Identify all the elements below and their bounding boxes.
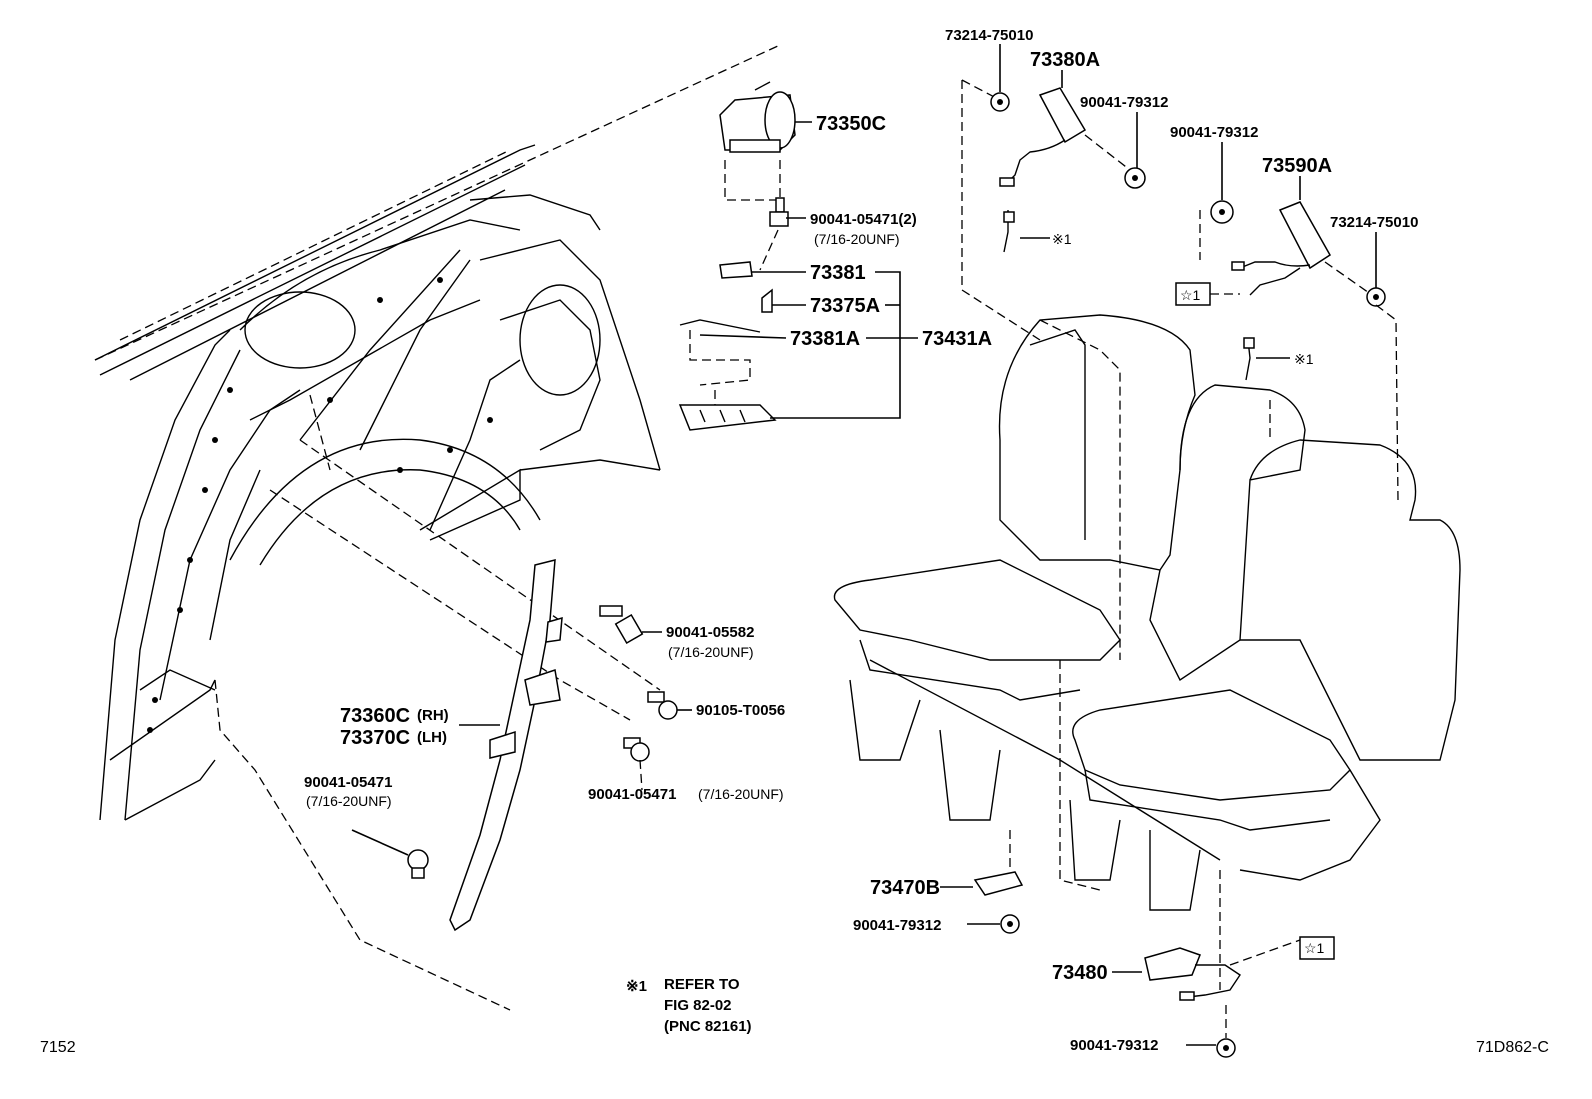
rear-seat-assembly: [833, 314, 1461, 911]
label-73375a: 73375A: [810, 295, 880, 317]
note-mark: ※1: [626, 978, 647, 995]
label-73360c: 73360C: [340, 705, 410, 727]
label-90041-05471-b-spec: (7/16-20UNF): [306, 793, 392, 809]
label-73431a: 73431A: [922, 328, 992, 350]
anchor-cover-73470b: [973, 871, 1024, 896]
label-ref1-a: ※1: [1052, 231, 1072, 247]
label-73370c-lh: (LH): [417, 729, 447, 746]
label-90105-t0056: 90105-T0056: [696, 702, 785, 719]
note-line-1: REFER TO: [664, 976, 740, 993]
nut-90041-79312-c: [1000, 914, 1020, 934]
nut-90041-79312-d: [1216, 1038, 1236, 1058]
washer-73214-75010-a: [990, 92, 1010, 112]
label-73381a: 73381A: [790, 328, 860, 350]
label-90041-05582-spec: (7/16-20UNF): [668, 644, 754, 660]
panel-holes: [147, 277, 493, 733]
buckle-73380a: [999, 87, 1087, 187]
buckle-73480: [1144, 947, 1241, 1001]
label-90041-05582: 90041-05582: [666, 624, 754, 641]
label-90041-79312-c: 90041-79312: [853, 917, 941, 934]
note-line-2: FIG 82-02: [664, 997, 732, 1014]
bolt-90105-t0056: [647, 691, 678, 720]
bolt-90041-05471-upper: [769, 197, 789, 227]
label-73350c: 73350C: [816, 113, 886, 135]
star1-box-b: [1299, 936, 1335, 960]
label-73380a: 73380A: [1030, 49, 1100, 71]
label-90041-05471-b: 90041-05471: [304, 774, 392, 791]
bolt-90041-05582: [599, 605, 644, 645]
retractor-73350c: [719, 81, 796, 153]
label-73590a: 73590A: [1262, 155, 1332, 177]
vehicle-body-quarter-panel: [94, 44, 781, 1011]
note-line-3: (PNC 82161): [664, 1018, 752, 1035]
footer-left-code: 7152: [40, 1039, 76, 1056]
cover-73381a: [679, 319, 761, 333]
label-73360c-rh: (RH): [417, 707, 449, 724]
footer-right-code: 71D862-C: [1476, 1039, 1549, 1056]
label-73214-75010-b: 73214-75010: [1330, 214, 1418, 231]
label-ref1-b: ※1: [1294, 351, 1314, 367]
label-90041-05471-2: 90041-05471(2): [810, 211, 917, 228]
label-star1-a: ☆1: [1180, 287, 1201, 303]
label-73381: 73381: [810, 262, 866, 284]
label-90041-79312-a: 90041-79312: [1080, 94, 1168, 111]
nut-90041-79312-b: [1210, 200, 1234, 224]
bolt-90041-05471-floor: [407, 849, 429, 879]
bolt-90041-05471-belt: [623, 737, 650, 762]
label-star1-b: ☆1: [1304, 940, 1325, 956]
label-90041-05471-c-spec: (7/16-20UNF): [698, 786, 784, 802]
label-73214-75010-a: 73214-75010: [945, 27, 1033, 44]
buckle-73590a: [1231, 201, 1332, 296]
reference-note: ※1 REFER TO FIG 82-02 (PNC 82161): [626, 976, 752, 1035]
clip-73375a: [761, 288, 773, 313]
label-73470b: 73470B: [870, 877, 940, 899]
label-90041-79312-b: 90041-79312: [1170, 124, 1258, 141]
label-73370c: 73370C: [340, 727, 410, 749]
nut-90041-79312-a: [1124, 167, 1146, 189]
trim-cover-73431a: [678, 404, 777, 431]
label-90041-79312-d: 90041-79312: [1070, 1037, 1158, 1054]
washer-73214-75010-b: [1366, 287, 1386, 307]
outer-seat-belt-73360c: [449, 559, 563, 932]
label-90041-05471-c: 90041-05471: [588, 786, 676, 803]
label-90041-05471-2-spec: (7/16-20UNF): [814, 231, 900, 247]
label-73480: 73480: [1052, 962, 1108, 984]
cover-bracket-73381: [719, 261, 753, 279]
